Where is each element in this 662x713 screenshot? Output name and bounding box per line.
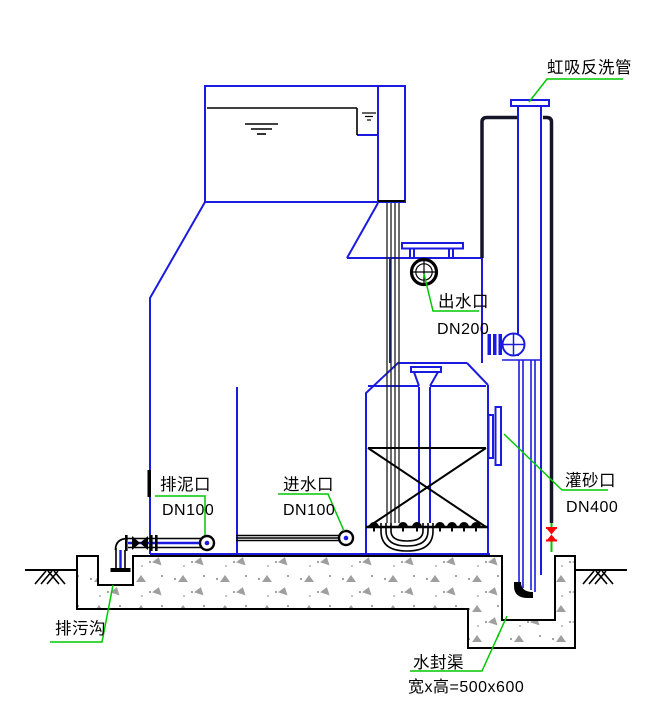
svg-text:虹吸反洗管: 虹吸反洗管: [547, 58, 632, 77]
svg-text:排泥口: 排泥口: [160, 475, 211, 494]
svg-text:DN100: DN100: [162, 502, 214, 519]
gate-valve-icon: [132, 536, 140, 550]
label-mud-port: 排泥口 DN100: [155, 475, 214, 535]
filter-chamber: [365, 362, 489, 554]
filter-nozzle-floor: [366, 522, 488, 532]
sand-port-flange: [487, 406, 502, 466]
svg-text:排污沟: 排污沟: [55, 619, 106, 638]
svg-text:DN100: DN100: [283, 502, 335, 519]
outlet-port-icon: [409, 257, 439, 287]
ejector-valve-icon: [487, 332, 526, 357]
svg-text:DN200: DN200: [437, 321, 489, 338]
label-inlet-port: 进水口 DN100: [278, 475, 345, 532]
ground-hatch-right-icon: [575, 569, 627, 585]
svg-text:进水口: 进水口: [283, 475, 334, 494]
filter-body-left-wall: [149, 201, 490, 555]
label-outlet-port: 出水口 DN200: [423, 273, 489, 338]
ground-hatch-left-icon: [25, 569, 77, 585]
u-trap-pipe: [380, 523, 434, 552]
wall-sleeve-mark: [147, 470, 151, 497]
outlet-box: [346, 202, 483, 363]
clear-water-tank: [204, 85, 406, 203]
mud-discharge-pipe: [110, 534, 216, 572]
cross-bracing: [367, 447, 487, 528]
label-sewage-ditch: 排污沟: [50, 584, 114, 643]
siphon-casing: [480, 115, 554, 523]
concrete-foundation: [76, 555, 576, 649]
label-siphon-backwash-pipe: 虹吸反洗管: [528, 58, 632, 103]
pipe-elbow-icon: [514, 582, 533, 598]
svg-text:宽x高=500x600: 宽x高=500x600: [408, 678, 524, 696]
label-sand-port: 灌砂口 DN400: [503, 433, 618, 516]
svg-text:出水口: 出水口: [438, 292, 489, 311]
gate-valve-icon: [140, 536, 148, 550]
label-water-seal-channel: 水封渠 宽x高=500x600: [408, 615, 524, 696]
svg-text:DN400: DN400: [566, 499, 618, 516]
svg-text:水封渠: 水封渠: [413, 653, 464, 672]
water-level-icon: [245, 123, 278, 135]
svg-text:灌砂口: 灌砂口: [565, 471, 616, 490]
tank-water-level: [207, 107, 358, 135]
weir-water-level-icon: [362, 112, 376, 121]
drain-valve-red-icon: [546, 523, 557, 552]
siphon-backwash-pipe: [502, 99, 550, 592]
inlet-pipe: [236, 529, 355, 547]
